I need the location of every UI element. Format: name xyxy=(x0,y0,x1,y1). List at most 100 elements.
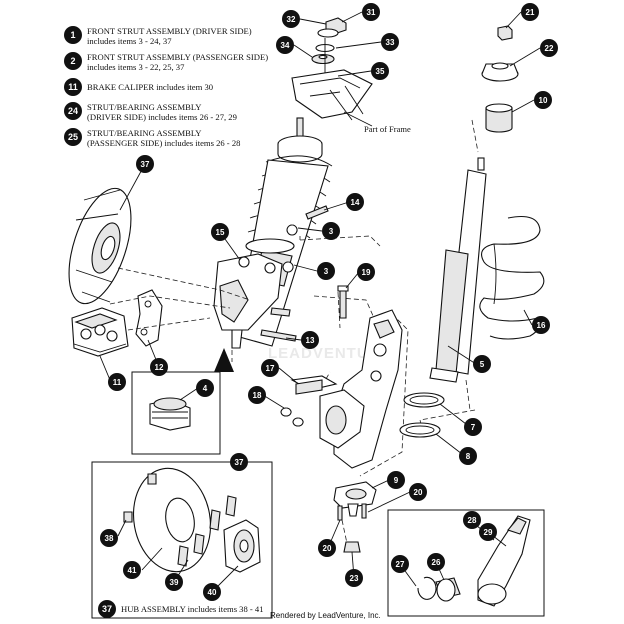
legend-item-24: 24 STRUT/BEARING ASSEMBLY (DRIVER SIDE) … xyxy=(64,102,314,122)
svg-text:33: 33 xyxy=(386,38,395,47)
callout-17: 17 xyxy=(261,359,279,377)
svg-text:31: 31 xyxy=(367,8,376,17)
svg-text:23: 23 xyxy=(350,574,359,583)
callout-26: 26 xyxy=(427,553,445,571)
svg-text:38: 38 xyxy=(105,534,114,543)
callout-32: 32 xyxy=(282,10,300,28)
callout-27: 27 xyxy=(391,555,409,573)
callout-20-right: 20 xyxy=(409,483,427,501)
svg-text:13: 13 xyxy=(306,336,315,345)
svg-text:22: 22 xyxy=(545,44,554,53)
alignment-lines xyxy=(109,119,479,549)
svg-text:3: 3 xyxy=(329,227,334,236)
svg-text:37: 37 xyxy=(235,458,244,467)
svg-text:12: 12 xyxy=(155,363,164,372)
svg-text:35: 35 xyxy=(376,67,385,76)
svg-text:28: 28 xyxy=(468,516,477,525)
callout-4: 4 xyxy=(196,379,214,397)
legend-text: FRONT STRUT ASSEMBLY (PASSENGER SIDE) in… xyxy=(87,52,269,72)
gaskets xyxy=(399,392,445,438)
legend-item-2: 2 FRONT STRUT ASSEMBLY (PASSENGER SIDE) … xyxy=(64,52,314,72)
svg-text:41: 41 xyxy=(128,566,137,575)
svg-text:21: 21 xyxy=(526,8,535,17)
svg-text:37: 37 xyxy=(141,160,150,169)
callout-33: 33 xyxy=(381,33,399,51)
callout-23: 23 xyxy=(345,569,363,587)
legend-item-11: 11 BRAKE CALIPER includes item 30 xyxy=(64,78,314,96)
svg-text:7: 7 xyxy=(471,423,476,432)
callout-20-left: 20 xyxy=(318,539,336,557)
callout-9: 9 xyxy=(387,471,405,489)
frame-label: Part of Frame xyxy=(364,124,411,134)
svg-text:34: 34 xyxy=(281,41,290,50)
strut-coil-assembly xyxy=(213,117,333,349)
frame-label-leader xyxy=(343,111,373,127)
callout-bubbles: 31 32 33 34 35 21 22 10 37 14 3 15 3 19 … xyxy=(100,3,558,601)
callout-21: 21 xyxy=(521,3,539,21)
footer-credit: Rendered by LeadVenture, Inc. xyxy=(270,611,381,620)
legend-text: STRUT/BEARING ASSEMBLY (PASSENGER SIDE) … xyxy=(87,128,241,148)
callout-28: 28 xyxy=(463,511,481,529)
svg-text:26: 26 xyxy=(432,558,441,567)
callout-11: 11 xyxy=(108,373,126,391)
svg-text:20: 20 xyxy=(323,544,332,553)
svg-text:10: 10 xyxy=(539,96,548,105)
callout-19: 19 xyxy=(357,263,375,281)
legend-number: 25 xyxy=(64,128,82,146)
svg-text:29: 29 xyxy=(484,528,493,537)
upper-mount-stack xyxy=(291,17,373,121)
bearing-detail-box xyxy=(387,509,545,617)
parts-legend: 1 FRONT STRUT ASSEMBLY (DRIVER SIDE) inc… xyxy=(64,26,314,154)
callout-40: 40 xyxy=(203,583,221,601)
hub-assembly-legend: 37 HUB ASSEMBLY includes items 38 - 41 xyxy=(98,600,264,618)
svg-text:18: 18 xyxy=(253,391,262,400)
callout-22: 22 xyxy=(540,39,558,57)
callout-38: 38 xyxy=(100,529,118,547)
detail-box-4 xyxy=(131,348,234,455)
shock-absorber xyxy=(429,25,519,383)
callout-39: 39 xyxy=(165,573,183,591)
brake-caliper xyxy=(71,307,129,357)
legend-number: 37 xyxy=(98,600,116,618)
brake-rotor xyxy=(68,187,132,305)
callout-12: 12 xyxy=(150,358,168,376)
callout-15: 15 xyxy=(211,223,229,241)
callout-35: 35 xyxy=(371,62,389,80)
hub-assembly-box xyxy=(91,461,273,619)
legend-text: STRUT/BEARING ASSEMBLY (DRIVER SIDE) inc… xyxy=(87,102,237,122)
svg-text:9: 9 xyxy=(394,476,399,485)
svg-text:32: 32 xyxy=(287,15,296,24)
steering-knuckle xyxy=(319,309,403,469)
watermark: LEADVENTURE xyxy=(268,345,392,362)
svg-text:5: 5 xyxy=(480,360,485,369)
caliper-bracket xyxy=(135,289,163,347)
callout-16: 16 xyxy=(532,316,550,334)
svg-text:11: 11 xyxy=(113,378,122,387)
callout-7: 7 xyxy=(464,418,482,436)
svg-text:16: 16 xyxy=(537,321,546,330)
ball-joint xyxy=(333,481,377,553)
svg-text:3: 3 xyxy=(324,267,329,276)
svg-text:8: 8 xyxy=(466,452,471,461)
callout-13: 13 xyxy=(301,331,319,349)
callout-34: 34 xyxy=(276,36,294,54)
callout-5: 5 xyxy=(473,355,491,373)
legend-item-1: 1 FRONT STRUT ASSEMBLY (DRIVER SIDE) inc… xyxy=(64,26,314,46)
svg-text:20: 20 xyxy=(414,488,423,497)
callout-29: 29 xyxy=(479,523,497,541)
callout-41: 41 xyxy=(123,561,141,579)
strut-bolts xyxy=(260,205,329,342)
callout-37-hub: 37 xyxy=(230,453,248,471)
svg-text:27: 27 xyxy=(396,560,405,569)
legend-number: 1 xyxy=(64,26,82,44)
svg-text:40: 40 xyxy=(208,588,217,597)
callout-3-upper: 3 xyxy=(322,222,340,240)
legend-number: 24 xyxy=(64,102,82,120)
callout-10: 10 xyxy=(534,91,552,109)
legend-item-25: 25 STRUT/BEARING ASSEMBLY (PASSENGER SID… xyxy=(64,128,314,148)
callout-14: 14 xyxy=(346,193,364,211)
svg-text:4: 4 xyxy=(203,384,208,393)
legend-number: 11 xyxy=(64,78,82,96)
svg-text:17: 17 xyxy=(266,364,275,373)
callout-37-top: 37 xyxy=(136,155,154,173)
